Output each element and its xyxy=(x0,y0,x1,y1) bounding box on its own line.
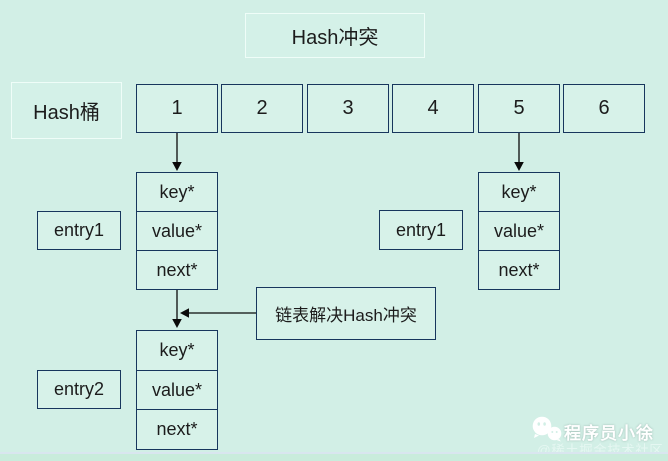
linked-list-annotation: 链表解决Hash冲突 xyxy=(256,287,436,340)
entry2-value: value* xyxy=(137,369,217,410)
entry2-key: key* xyxy=(159,339,195,360)
entry1-right-next: next* xyxy=(479,250,559,289)
entry1-right-stack: key* value* next* xyxy=(478,172,560,290)
bucket-6: 6 xyxy=(563,84,645,133)
entry1-left-value: value* xyxy=(137,211,217,250)
entry1-left-next: next* xyxy=(137,250,217,289)
entry1-left-stack: key* value* next* xyxy=(136,172,218,290)
bucket5-to-entry1-arrow xyxy=(514,133,524,171)
watermark-author: 程序员小徐 xyxy=(564,424,654,443)
entry2-stack: key* value* next* xyxy=(136,330,218,450)
bucket-5: 5 xyxy=(478,84,560,133)
annotation-pointer-arrow xyxy=(180,308,256,318)
entry1-right-label: entry1 xyxy=(379,210,463,250)
bucket1-to-entry1-arrow xyxy=(172,133,182,171)
entry1-right-key: key* xyxy=(501,181,537,202)
bottom-divider-line xyxy=(0,452,668,454)
bottom-strip xyxy=(0,454,668,461)
bucket-2: 2 xyxy=(221,84,303,133)
bucket-3: 3 xyxy=(307,84,389,133)
bucket-4: 4 xyxy=(392,84,474,133)
entry2-label: entry2 xyxy=(37,370,121,409)
entry1-left-key: key* xyxy=(159,181,195,202)
entry1-right-value: value* xyxy=(479,211,559,250)
hash-bucket-label: Hash桶 xyxy=(11,82,122,139)
diagram-title: Hash冲突 xyxy=(245,13,425,58)
bucket-1: 1 xyxy=(136,84,218,133)
entry1-left-label: entry1 xyxy=(37,211,121,250)
entry2-next: next* xyxy=(137,409,217,449)
wechat-icon xyxy=(532,416,562,442)
next-to-entry2-arrow xyxy=(172,290,182,328)
